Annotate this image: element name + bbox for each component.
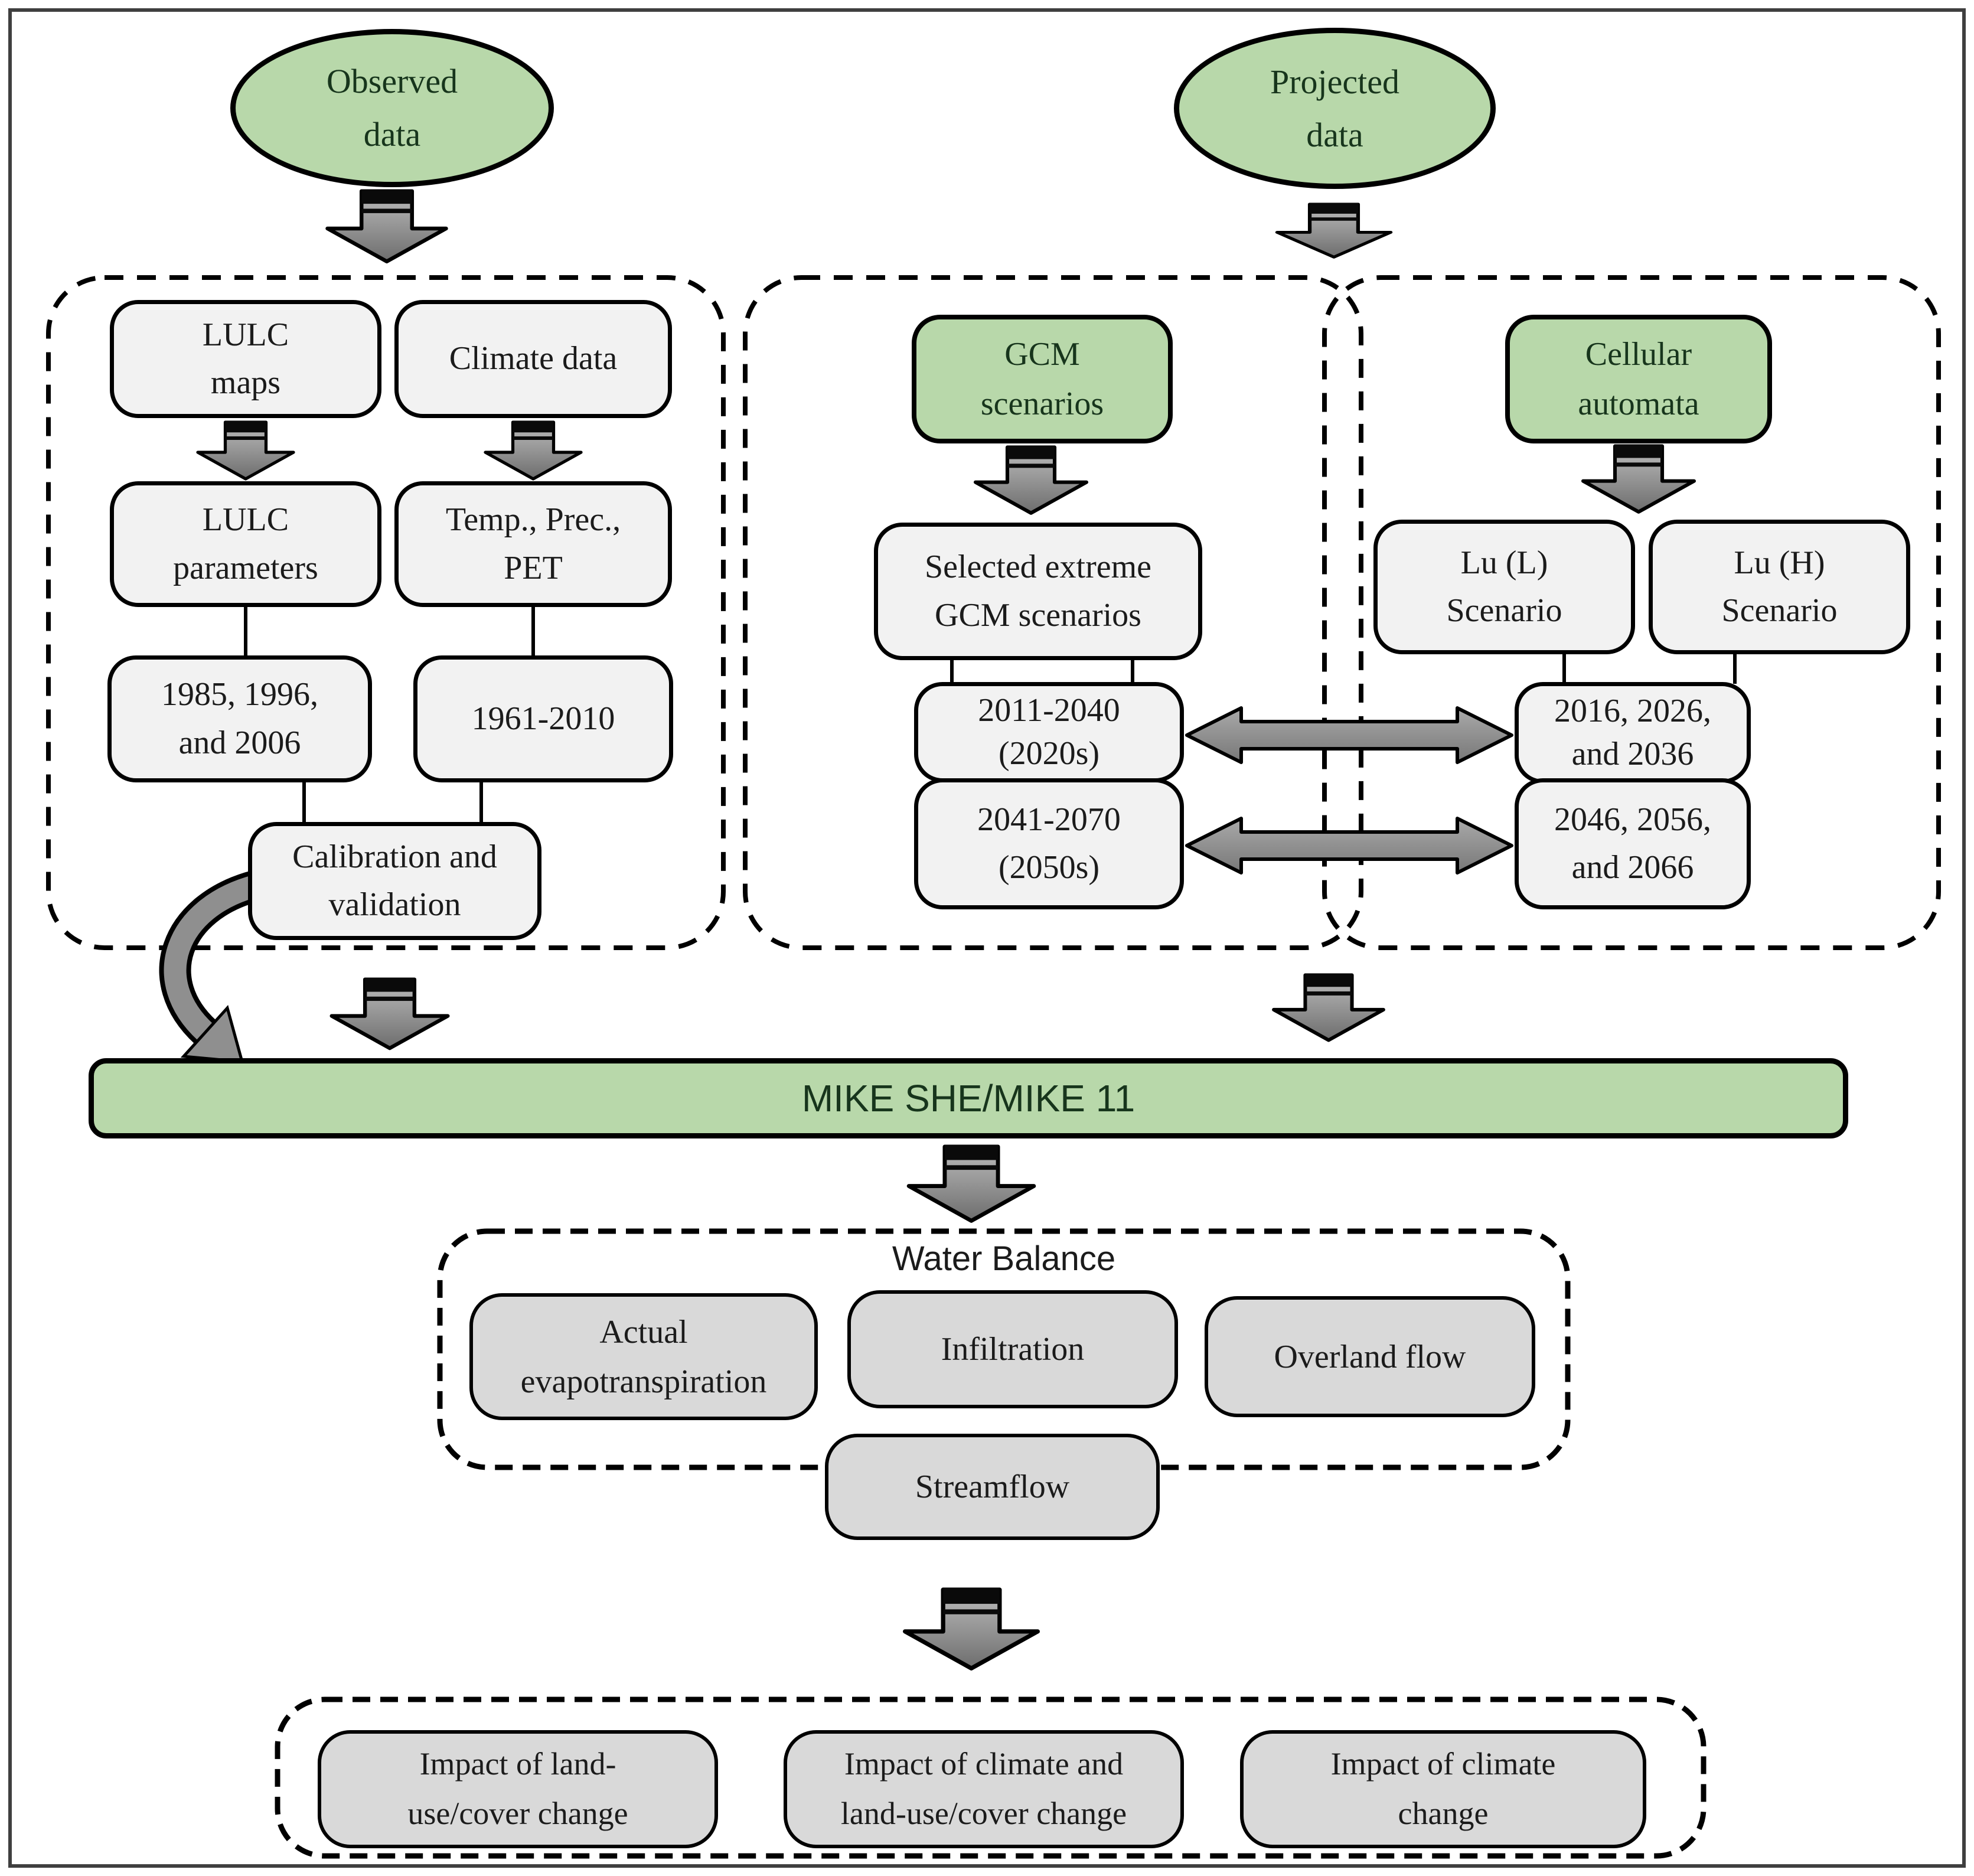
arrow-right-group-to-mike	[1274, 974, 1384, 1040]
curved-arrow-calibration-to-mike	[159, 870, 261, 1063]
node-impact-landuse: Impact of land- use/cover change	[318, 1730, 718, 1848]
arrow-projected-down	[1277, 203, 1391, 257]
node-infiltration: Infiltration	[847, 1290, 1178, 1408]
node-lu-l-scenario: Lu (L) Scenario	[1373, 520, 1635, 654]
node-streamflow: Streamflow	[825, 1434, 1160, 1540]
node-mike-she-mike-11: MIKE SHE/MIKE 11	[89, 1058, 1848, 1138]
node-actual-evapotranspiration: Actual evapotranspiration	[469, 1293, 818, 1420]
water-balance-title: Water Balance	[892, 1239, 1116, 1278]
node-impact-climate: Impact of climate change	[1240, 1730, 1646, 1848]
arrow-observed-down	[328, 190, 446, 262]
node-observed-data: Observed data	[230, 29, 554, 187]
node-cellular-automata: Cellular automata	[1505, 315, 1772, 443]
node-impact-climate-landuse: Impact of climate and land-use/cover cha…	[784, 1730, 1184, 1848]
node-lu-h-scenario: Lu (H) Scenario	[1649, 520, 1910, 654]
impact-container	[275, 1696, 1707, 1859]
projected-data-label: Projected	[1270, 62, 1400, 101]
node-temp-prec-pet: Temp., Prec., PET	[394, 481, 672, 607]
node-lu-years-2: 2046, 2056, and 2066	[1515, 778, 1751, 909]
node-lu-years-1: 2016, 2026, and 2036	[1515, 682, 1751, 784]
arrow-stream-to-impact	[905, 1588, 1038, 1668]
arrow-left-group-to-mike	[332, 978, 448, 1048]
projected-data-label2: data	[1306, 115, 1363, 154]
node-lulc-parameters: LULC parameters	[110, 481, 381, 607]
node-lulc-maps: LULC maps	[110, 300, 381, 418]
node-projected-data: Projected data	[1174, 28, 1496, 189]
arrow-lulc-maps-down	[198, 421, 293, 479]
node-gcm-scenarios: GCM scenarios	[912, 315, 1173, 443]
node-selected-gcm: Selected extreme GCM scenarios	[874, 523, 1202, 660]
node-lulc-years: 1985, 1996, and 2006	[107, 655, 372, 782]
node-period-2020s: 2011-2040 (2020s)	[914, 682, 1184, 782]
arrow-gcm-down	[975, 446, 1086, 513]
double-arrow-2050s	[1187, 818, 1512, 873]
node-calibration-validation: Calibration and validation	[248, 822, 541, 940]
node-climate-years: 1961-2010	[413, 655, 673, 782]
arrow-mike-to-water	[909, 1145, 1034, 1221]
node-period-2050s: 2041-2070 (2050s)	[914, 778, 1184, 909]
node-climate-data: Climate data	[394, 300, 672, 418]
node-overland-flow: Overland flow	[1205, 1296, 1535, 1417]
double-arrow-2020s	[1187, 708, 1512, 762]
arrow-climate-data-down	[485, 421, 581, 479]
observed-group-container	[46, 275, 726, 950]
mike-label: MIKE SHE/MIKE 11	[801, 1077, 1136, 1120]
connector-lines	[244, 606, 1737, 823]
observed-data-label: Observed	[326, 62, 458, 101]
arrow-cellular-down	[1583, 445, 1694, 512]
observed-data-label2: data	[363, 115, 421, 154]
